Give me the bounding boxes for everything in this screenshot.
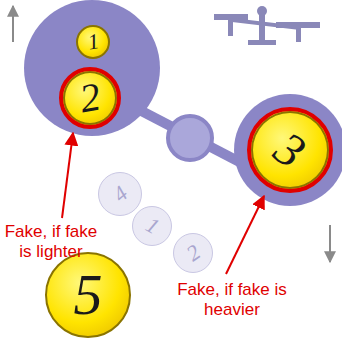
faded-coin: 1: [132, 206, 172, 246]
pivot: [168, 116, 212, 160]
fake-coin: 2: [59, 67, 121, 129]
coin-number: 2: [77, 77, 104, 120]
faded-coin: 4: [98, 172, 142, 216]
coin-number: 1: [142, 214, 163, 239]
right-pan: [234, 94, 342, 206]
down-arrow: [329, 225, 331, 262]
left-pan: [24, 0, 160, 136]
fake-coin: 3: [247, 107, 333, 193]
scale-icon: [214, 6, 320, 45]
faded-coin: 2: [173, 233, 213, 273]
coin-number: 3: [266, 123, 313, 176]
callout-text: Fake, if fake is heavier: [176, 280, 288, 319]
leader-arrow: [62, 133, 73, 218]
callout-text: Fake, if fake is lighter: [2, 222, 100, 261]
coin: 1: [76, 25, 110, 59]
coin-number: 2: [182, 241, 204, 265]
up-arrow: [12, 6, 14, 42]
leader-arrow: [226, 196, 264, 274]
coin-number: 1: [86, 30, 101, 54]
coin-number: 4: [109, 182, 132, 206]
coin: 5: [45, 252, 131, 338]
coin-number: 5: [74, 266, 103, 324]
